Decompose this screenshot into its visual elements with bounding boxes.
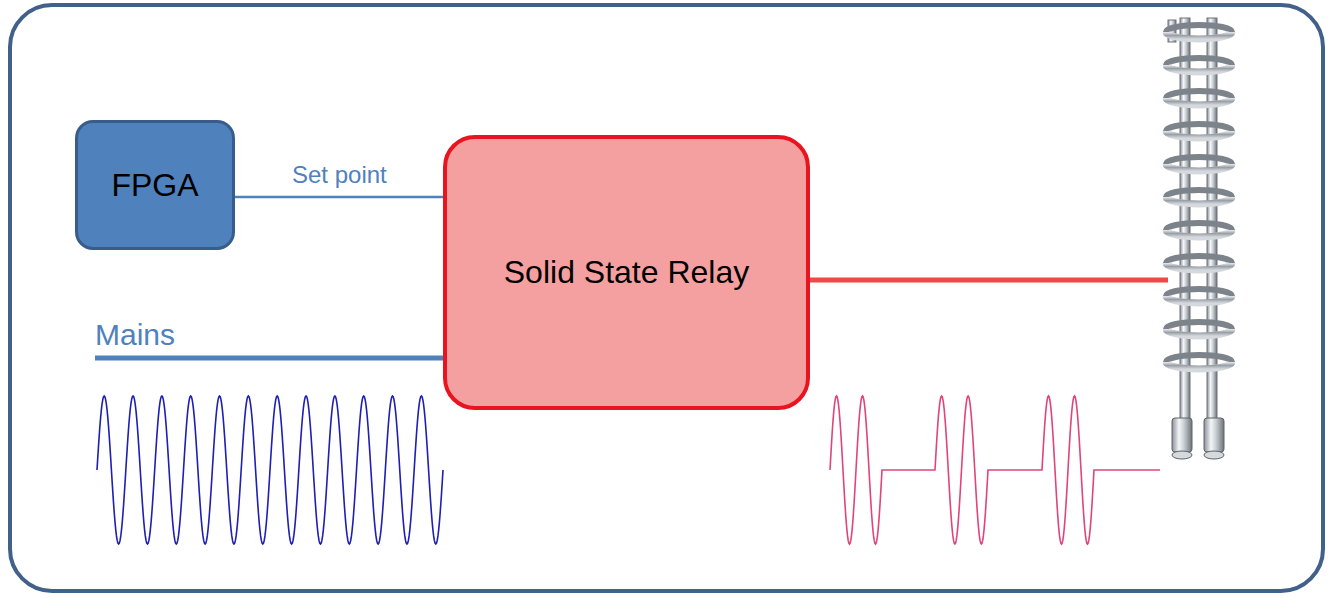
load-wire <box>808 278 1168 283</box>
coil-turn-back <box>1166 289 1232 296</box>
coil-turn-back <box>1166 256 1232 263</box>
heater-terminal-cap <box>1204 451 1224 459</box>
fpga-box: FPGA <box>75 120 235 250</box>
coil-turn-back <box>1166 190 1232 197</box>
signal-line <box>235 196 443 199</box>
node-label: Solid State Relay <box>504 254 749 291</box>
relay-box: Solid State Relay <box>443 135 810 410</box>
coil-turn <box>1166 329 1232 336</box>
coil-turn <box>1166 197 1232 204</box>
coil-turn-back <box>1166 355 1232 362</box>
coil-turn <box>1166 263 1232 270</box>
coil-turn-back <box>1166 322 1232 329</box>
coil-turn-back <box>1166 58 1232 65</box>
coil-turn-back <box>1166 124 1232 131</box>
heater-coil <box>1166 18 1232 459</box>
coil-turn <box>1166 131 1232 138</box>
heater-terminal <box>1204 418 1224 452</box>
heater-terminal <box>1172 418 1192 452</box>
edge-label: Set point <box>292 161 387 189</box>
coil-turn <box>1166 230 1232 237</box>
coil-turn-back <box>1166 223 1232 230</box>
node-label: FPGA <box>111 167 198 204</box>
switched-waveform <box>830 396 1160 544</box>
coil-turn <box>1166 296 1232 303</box>
coil-turn-back <box>1166 91 1232 98</box>
mains-wire <box>95 356 446 361</box>
coil-turn <box>1166 32 1232 39</box>
coil-turn-back <box>1166 157 1232 164</box>
mains-label: Mains <box>95 318 175 352</box>
coil-turn-back <box>1166 25 1232 32</box>
mains-waveform <box>97 396 443 544</box>
coil-turn <box>1166 362 1232 369</box>
coil-turn <box>1166 164 1232 171</box>
heater-terminal-cap <box>1172 451 1192 459</box>
coil-turn <box>1166 98 1232 105</box>
coil-turn <box>1166 65 1232 72</box>
outer-frame <box>10 5 1323 591</box>
